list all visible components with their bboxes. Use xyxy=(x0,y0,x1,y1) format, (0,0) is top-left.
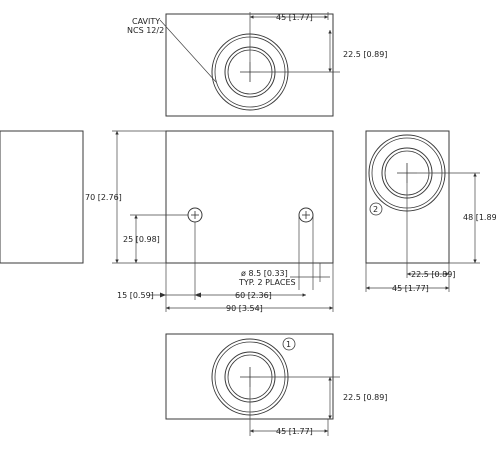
right-center-label: 22.5 [0.89] xyxy=(411,270,455,279)
left-view-outline xyxy=(0,130,84,264)
callout-2-number: 2 xyxy=(373,205,378,214)
top-view-outline xyxy=(165,13,334,117)
bottom-width-label: 45 [1.77] xyxy=(276,427,313,436)
front-edge-arrow-left xyxy=(160,292,166,298)
ncs-callout: NCS 12/2 xyxy=(127,26,164,35)
right-view-outline xyxy=(365,130,450,264)
right-view: 2 48 [1.89] 22.5 [0.89] 45 [1.77] xyxy=(365,130,496,293)
callout-2-circle xyxy=(369,202,383,216)
front-width-label: 90 [3.54] xyxy=(226,304,263,313)
right-height-label: 48 [1.89] xyxy=(463,213,496,222)
front-hole-height-label: 25 [0.98] xyxy=(123,235,160,244)
top-view: CAVITY NCS 12/2 45 [1.77] 22.5 [0.89] xyxy=(127,12,387,117)
front-edge-arrow-right xyxy=(195,292,201,298)
front-view-outline xyxy=(165,130,334,264)
front-typ-note: TYP. 2 PLACES xyxy=(238,278,296,287)
cavity-leader-line xyxy=(159,19,217,83)
front-spacing-label: 60 [2.36] xyxy=(235,291,272,300)
bottom-height-label: 22.5 [0.89] xyxy=(343,393,387,402)
bottom-view: 1 22.5 [0.89] 45 [1.77] xyxy=(165,333,387,436)
front-view: 70 [2.76] 25 [0.98] ø 8.5 [0.33] TYP. 2 … xyxy=(85,130,334,313)
bottom-view-outline xyxy=(165,333,334,420)
callout-1-circle xyxy=(282,337,296,351)
front-edge-label: 15 [0.59] xyxy=(117,291,154,300)
front-hole-dia-label: ø 8.5 [0.33] xyxy=(241,269,288,278)
cavity-callout: CAVITY xyxy=(132,17,160,26)
right-width-label: 45 [1.77] xyxy=(392,284,429,293)
left-view xyxy=(0,130,84,264)
top-width-label: 45 [1.77] xyxy=(276,13,313,22)
callout-1-number: 1 xyxy=(286,340,291,349)
front-height-label: 70 [2.76] xyxy=(85,193,122,202)
top-height-label: 22.5 [0.89] xyxy=(343,50,387,59)
